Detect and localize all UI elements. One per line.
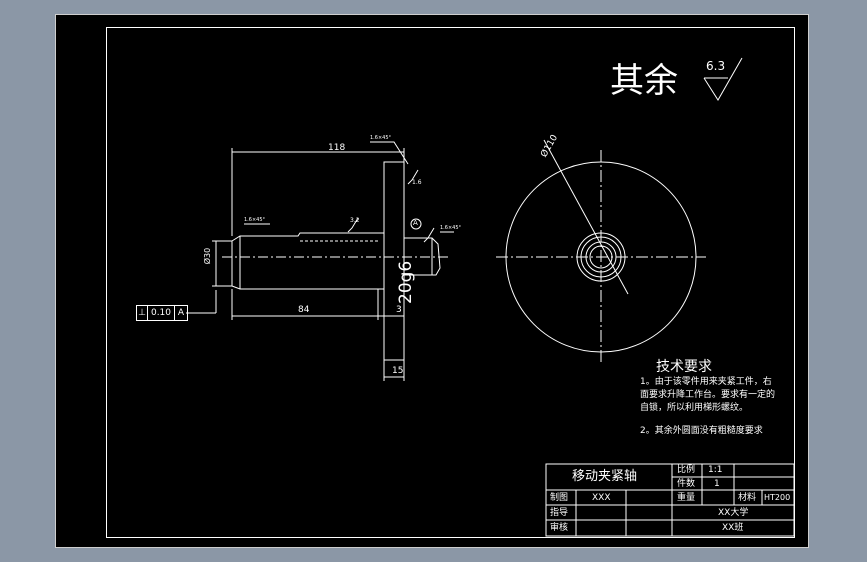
class: XX班 <box>722 523 744 533</box>
drawn-label: 制图 <box>550 493 569 503</box>
chamfer-c: 1.6×45° <box>440 225 462 231</box>
fit-designation: 20g6 <box>396 260 416 304</box>
roughness-b: 1.6 <box>412 179 422 186</box>
datum-label: A <box>413 219 418 227</box>
gdt-frame: ⊥ 0.10 A <box>136 305 188 321</box>
material-value: HT200 <box>764 493 791 502</box>
drawing-sheet <box>55 14 809 548</box>
scale-value: 1:1 <box>708 465 723 475</box>
chamfer-b: 1.6×45° <box>244 217 266 223</box>
scale-label: 比例 <box>677 465 696 475</box>
dia-leader <box>543 139 629 295</box>
gdt-tolerance: 0.10 <box>147 305 175 321</box>
tech-title: 技术要求 <box>656 359 712 375</box>
datum-circle <box>410 218 422 230</box>
roughness-symbol <box>423 227 435 243</box>
disc-front-view <box>496 139 706 364</box>
title-block-lines <box>545 463 795 537</box>
roughness-symbol <box>407 169 419 185</box>
gdt-datum: A <box>174 305 188 321</box>
dim-shaft-length: 84 <box>298 305 310 315</box>
dim-flange-thickness: 15 <box>392 366 404 376</box>
part-name: 移动夹紧轴 <box>572 469 638 484</box>
roughness-a: 3.2 <box>350 217 360 224</box>
chamfer-leader <box>370 141 409 165</box>
dim-shaft-dia: Ø30 <box>203 247 213 265</box>
weight-label: 重量 <box>677 493 696 503</box>
chamfer-a: 1.6×45° <box>370 135 392 141</box>
qty-value: 1 <box>714 479 720 489</box>
dim-total-length: 118 <box>328 143 346 153</box>
drawn-value: XXX <box>592 493 611 503</box>
flange <box>383 161 405 361</box>
qty-label: 件数 <box>677 479 696 489</box>
dim-flange-gap: 3 <box>396 305 402 315</box>
tech-line-2: 面要求升降工作台。要求有一定的 <box>640 390 776 400</box>
material-label: 材料 <box>738 493 757 503</box>
roughness-note-prefix: 其余 <box>610 61 678 101</box>
general-roughness-symbol <box>703 57 743 101</box>
shaft-outline <box>231 232 378 290</box>
roughness-note-value: 6.3 <box>706 59 726 73</box>
tech-line-4: 2。其余外圆面没有粗糙度要求 <box>640 426 763 436</box>
guide-label: 指导 <box>550 508 569 518</box>
shaft-side-view <box>186 141 454 381</box>
school: XX大学 <box>718 508 749 518</box>
drawing-frame <box>106 27 795 538</box>
tech-line-1: 1。由于该零件用来夹紧工件，右 <box>640 377 772 387</box>
roughness-symbol <box>347 217 359 233</box>
gdt-symbol: ⊥ <box>136 305 148 321</box>
review-label: 审核 <box>550 523 569 533</box>
tech-line-3: 自锁，所以利用梯形螺纹。 <box>640 403 749 413</box>
